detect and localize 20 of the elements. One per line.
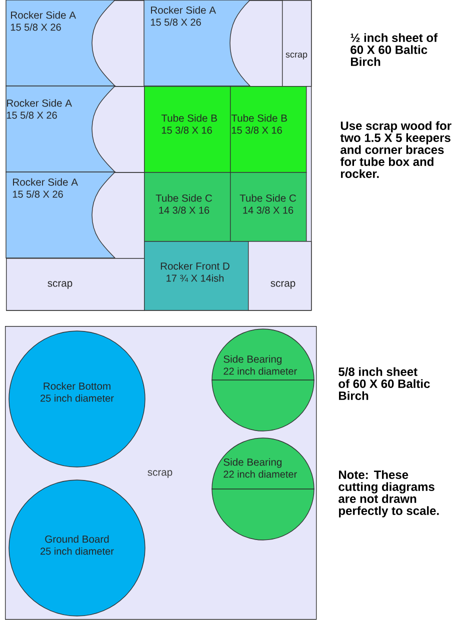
sheet-caption: ½ inch sheet of 60 X 60 Baltic Birch	[350, 33, 438, 66]
rocker-side-piece: Rocker Side A 15 5/8 X 26	[6, 0, 145, 87]
side-bearing-disc: Side Bearing 22 inch diameter	[211, 438, 315, 540]
scrap-area: scrap	[282, 0, 312, 87]
rocker-side-piece: Rocker Side A 15 5/8 X 26	[144, 0, 283, 87]
circular-piece: Rocker Bottom 25 inch diameter	[8, 330, 146, 468]
rocker-side-piece: Rocker Side A 15 5/8 X 26	[6, 86, 145, 173]
tube-side-piece: Tube Side B 15 3/8 X 16	[230, 86, 307, 173]
scrap-label: scrap	[148, 470, 172, 478]
tube-side-piece: Tube Side C 14 3/8 X 16	[230, 172, 307, 242]
sheet-caption: 5/8 inch sheet of 60 X 60 Baltic Birch	[338, 367, 430, 400]
tube-side-piece: Tube Side C 14 3/8 X 16	[144, 172, 231, 242]
note-text: Use scrap wood for two 1.5 X 5 keepers and corner braces for tube box and rocker.	[340, 121, 452, 178]
tube-side-piece: Tube Side B 15 3/8 X 16	[144, 86, 231, 173]
side-bearing-disc: Side Bearing 22 inch diameter	[211, 328, 315, 432]
rocker-front-piece: Rocker Front D 17 ¾ X 14ish	[144, 241, 249, 311]
circular-piece: Ground Board 25 inch diameter	[8, 480, 146, 616]
note-text: Note: These cutting diagrams are not drawn perfectly to scale.	[338, 470, 439, 518]
rocker-side-piece: Rocker Side A 15 5/8 X 26	[6, 172, 145, 259]
scrap-area: scrap	[248, 241, 312, 311]
